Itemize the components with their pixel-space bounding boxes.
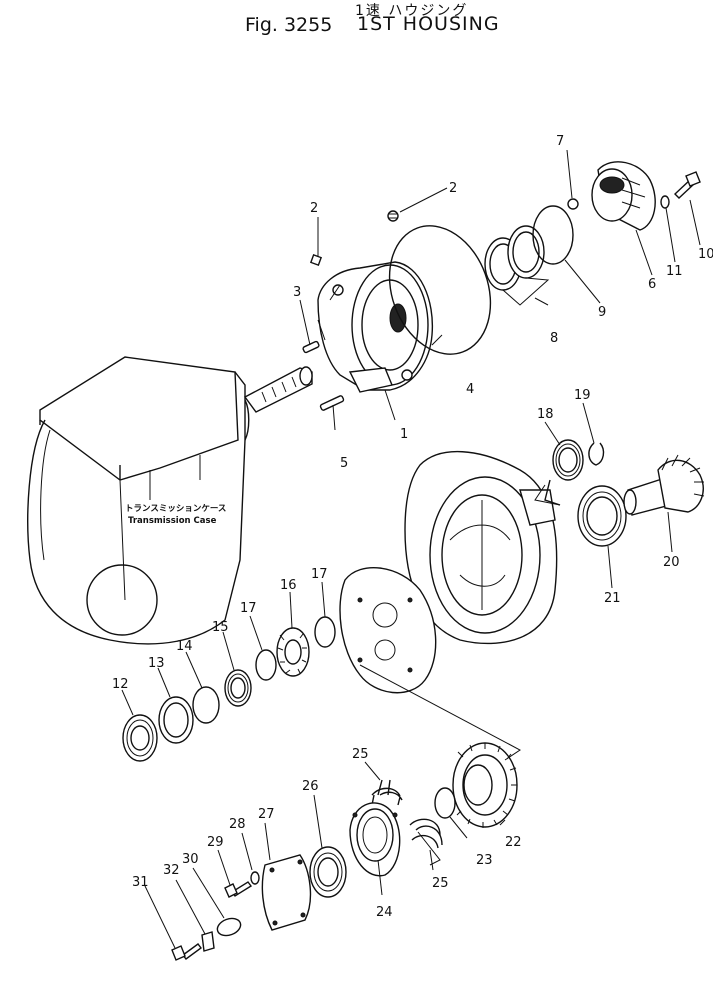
gear-part-22 — [452, 742, 518, 828]
callout-19: 19 — [574, 388, 591, 403]
callout-2-lower: 2 — [310, 201, 318, 216]
callout-22: 22 — [505, 835, 522, 850]
callout-23: 23 — [476, 853, 493, 868]
callout-9: 9 — [598, 305, 606, 320]
transmission-case — [27, 356, 250, 645]
callout-20: 20 — [663, 555, 680, 570]
washer-part-23 — [434, 787, 456, 819]
callout-17-lower: 17 — [240, 601, 257, 616]
plate-part-30 — [216, 917, 242, 937]
callout-17-upper: 17 — [311, 567, 328, 582]
input-shaft — [243, 366, 313, 413]
plug-part-2-upper — [387, 210, 399, 222]
snap-ring-part-17-upper — [314, 616, 336, 648]
seal-rings-part-8 — [484, 225, 545, 291]
housing-cover — [404, 450, 561, 645]
callout-4: 4 — [466, 382, 474, 397]
dowel-pin-part-3 — [302, 340, 320, 354]
plug-part-7 — [567, 198, 579, 210]
callout-7: 7 — [556, 134, 564, 149]
callout-30: 30 — [182, 852, 199, 867]
plug-part-2-lower — [309, 253, 323, 267]
figure-number: Fig. 3255 — [245, 14, 333, 36]
callout-8: 8 — [550, 331, 558, 346]
gear-shaft-part-20 — [623, 454, 705, 516]
leader-lines — [121, 149, 701, 949]
retainer-part-6 — [591, 161, 656, 231]
callout-2-upper: 2 — [449, 181, 457, 196]
snap-ring-part-17-lower — [255, 649, 277, 681]
callout-1: 1 — [400, 427, 408, 442]
o-ring-part-4 — [388, 225, 492, 355]
callout-12: 12 — [112, 677, 129, 692]
retainer-part-24 — [349, 802, 401, 877]
callout-6: 6 — [648, 277, 656, 292]
clips-part-25-upper — [371, 779, 403, 806]
callout-27: 27 — [258, 807, 275, 822]
bearing-part-12 — [122, 714, 158, 762]
bearing-part-26 — [309, 846, 347, 898]
washer-part-29 — [250, 871, 260, 885]
plate — [339, 566, 437, 694]
bolt-part-10 — [673, 171, 701, 199]
o-ring-part-9 — [532, 205, 574, 265]
housing-part-1 — [317, 261, 434, 393]
washer-part-11 — [660, 195, 670, 209]
callout-14: 14 — [176, 639, 193, 654]
ring-part-14 — [192, 686, 220, 724]
callout-26: 26 — [302, 779, 319, 794]
dowel-pin-part-5 — [319, 395, 345, 411]
callout-18: 18 — [537, 407, 554, 422]
case-label-japanese: トランスミッションケース — [125, 504, 226, 514]
callout-11: 11 — [666, 264, 683, 279]
callout-31: 31 — [132, 875, 149, 890]
cover-part-27 — [261, 854, 312, 931]
gear-part-16 — [276, 627, 310, 677]
lock-plate-part-32 — [201, 931, 215, 952]
japanese-title: 1速 ハウジング — [355, 3, 469, 19]
callout-29: 28 — [229, 817, 246, 832]
callout-13: 13 — [148, 656, 165, 671]
bolt-part-31 — [171, 943, 202, 961]
clips-part-25-lower — [409, 818, 443, 849]
callout-28: 29 — [207, 835, 224, 850]
snap-ring-part-19 — [588, 442, 605, 466]
callout-21: 21 — [604, 591, 621, 606]
ring-part-13 — [158, 696, 194, 744]
bolt-part-28 — [224, 881, 253, 898]
callout-25-upper: 25 — [352, 747, 369, 762]
bearing-part-18 — [552, 439, 584, 481]
callout-numbers: 1 2 2 3 4 5 6 7 8 9 10 11 12 13 14 15 16… — [112, 134, 713, 920]
callout-25-lower: 25 — [432, 876, 449, 891]
callout-15: 15 — [212, 620, 229, 635]
callout-32: 32 — [163, 863, 180, 878]
callout-16: 16 — [280, 578, 297, 593]
callout-24: 24 — [376, 905, 393, 920]
bearing-part-15 — [224, 669, 252, 707]
callout-3: 3 — [293, 285, 301, 300]
case-label-english: Transmission Case — [128, 516, 217, 526]
callout-10: 10 — [698, 247, 713, 262]
bearing-part-21 — [577, 485, 627, 547]
diagram-title: 1ST HOUSING — [357, 13, 500, 35]
callout-5: 5 — [340, 456, 348, 471]
